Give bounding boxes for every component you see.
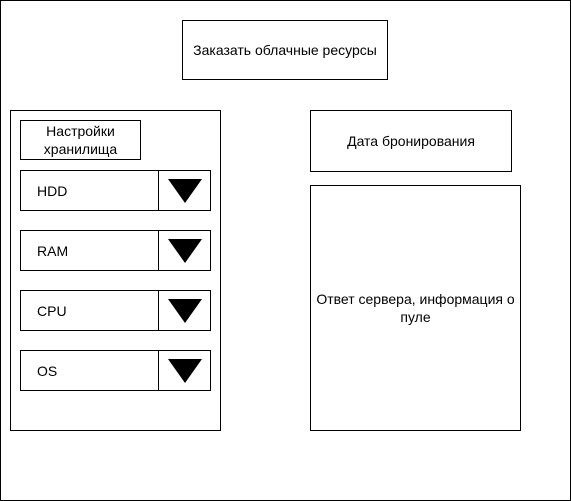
ram-dropdown-button[interactable] (158, 231, 210, 270)
ram-select-value: RAM (37, 242, 69, 259)
cpu-select-value: CPU (37, 302, 67, 319)
cpu-select[interactable]: CPU (20, 290, 211, 331)
ram-select[interactable]: RAM (20, 230, 211, 271)
triangle-down-icon (167, 298, 202, 323)
order-button-label: Заказать облачные ресурсы (193, 42, 377, 58)
hdd-dropdown-button[interactable] (158, 171, 210, 210)
os-dropdown-button[interactable] (158, 351, 210, 390)
booking-date-field[interactable]: Дата бронирования (310, 110, 512, 172)
triangle-down-icon (167, 238, 202, 263)
os-select-value: OS (37, 362, 58, 379)
hdd-select-value: HDD (37, 182, 68, 199)
triangle-down-icon (167, 178, 202, 203)
os-select[interactable]: OS (20, 350, 211, 391)
triangle-down-icon (167, 358, 202, 383)
server-response-panel: Ответ сервера, информация о пуле (310, 185, 521, 431)
cpu-dropdown-button[interactable] (158, 291, 210, 330)
storage-settings-title: Настройки хранилища (20, 120, 141, 160)
server-response-text: Ответ сервера, информация о пуле (316, 291, 515, 325)
hdd-select[interactable]: HDD (20, 170, 211, 211)
booking-date-label: Дата бронирования (347, 133, 475, 149)
order-cloud-resources-button[interactable]: Заказать облачные ресурсы (182, 20, 388, 80)
storage-settings-title-text: Настройки хранилища (43, 123, 118, 157)
